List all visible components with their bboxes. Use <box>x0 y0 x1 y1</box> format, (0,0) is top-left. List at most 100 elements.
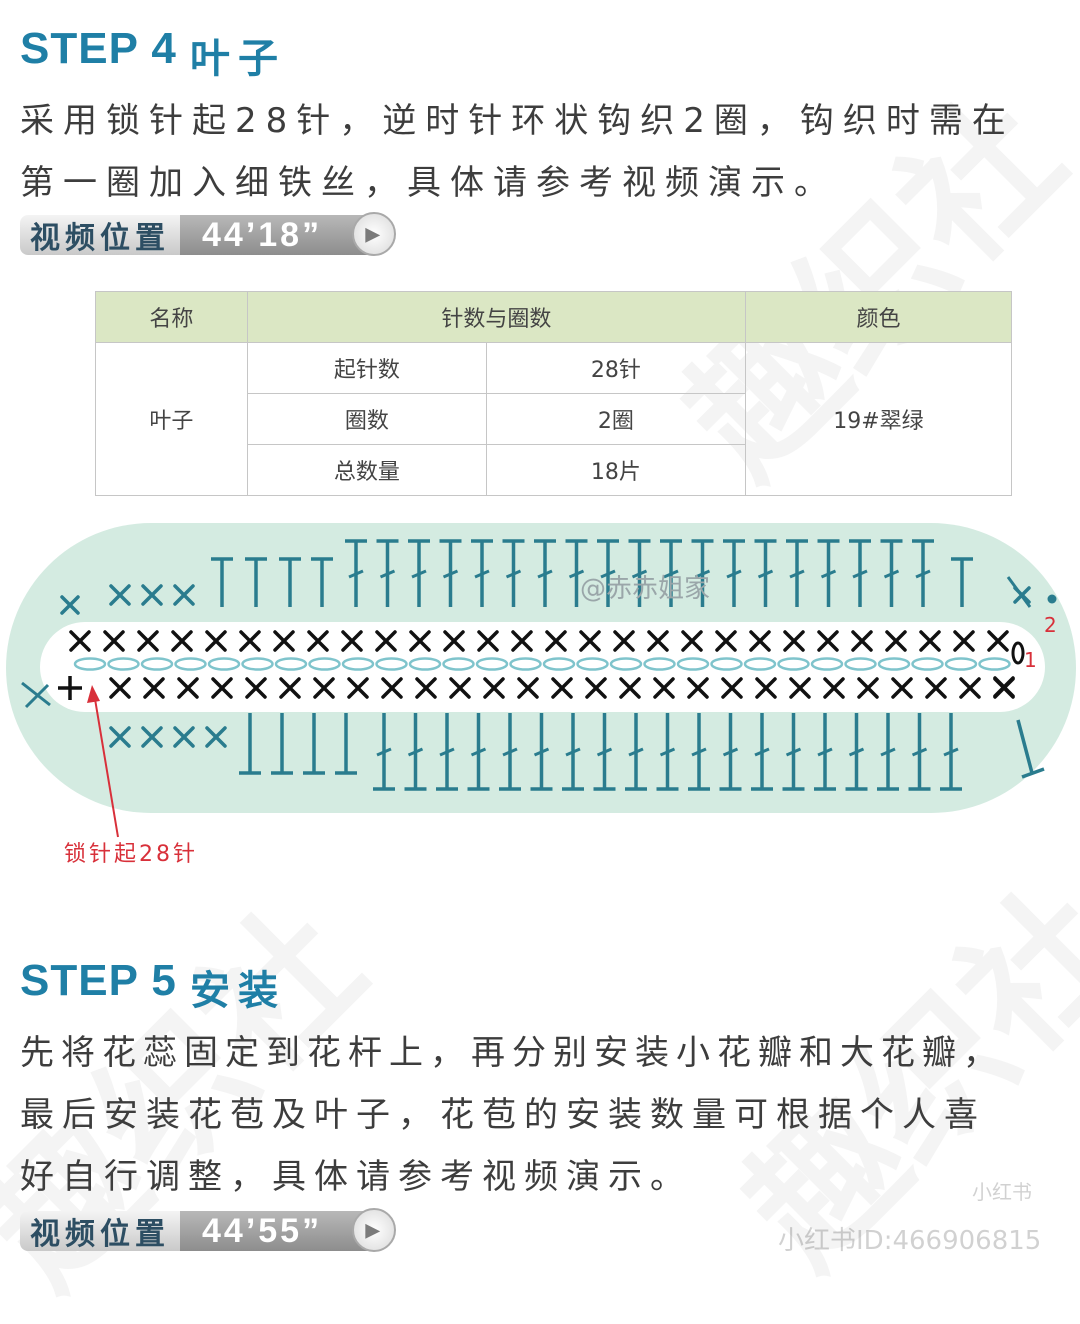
single-crochet-bottom <box>483 677 505 699</box>
single-crochet-bottom <box>211 677 233 699</box>
app-logo-mark: 小红书 <box>972 1180 1032 1204</box>
video-position-label: 视频位置 <box>20 215 180 256</box>
diagram-marks <box>21 576 1057 779</box>
chain-stitch <box>140 657 174 671</box>
step5-text-line1: 先将花蕊固定到花杆上，再分别安装小花瓣和大花瓣， <box>20 1033 1004 1073</box>
step5-name: 安装 <box>190 968 286 1014</box>
color-cell: 19#翠绿 <box>744 342 1013 496</box>
chain-stitch <box>475 657 509 671</box>
sc-round2 <box>173 726 195 748</box>
sc-round2 <box>109 726 131 748</box>
double-crochet-bar <box>442 569 459 579</box>
single-crochet-top <box>715 630 737 652</box>
sc-round2 <box>141 726 163 748</box>
stitches-top <box>60 539 973 615</box>
double-crochet-bar <box>915 569 931 579</box>
single-crochet-bottom <box>687 677 709 699</box>
single-crochet-top <box>409 630 431 652</box>
single-crochet-top <box>749 630 771 652</box>
row-label: 总数量 <box>246 444 487 496</box>
double-crochet-bar <box>883 569 900 579</box>
turn-mark <box>1006 576 1032 608</box>
video-time: 44’55” ▶ <box>180 1208 396 1252</box>
double-crochet-bar <box>470 747 487 757</box>
spec-table: 名称 针数与圈数 颜色 叶子 起针数 28针 19#翠绿 圈数 2圈 总数量 1… <box>95 291 1013 496</box>
step5-text-line3: 好自行调整，具体请参考视频演示。 <box>20 1157 692 1197</box>
step4-title: STEP 4 <box>20 24 177 73</box>
single-crochet-top <box>69 630 91 652</box>
single-crochet-bottom <box>517 677 539 699</box>
chain-row <box>73 657 1011 671</box>
single-crochet-bottom <box>449 677 471 699</box>
double-crochet-bar <box>379 569 396 579</box>
table-header: 颜色 <box>744 291 1013 343</box>
double-crochet-bar <box>663 569 679 579</box>
single-crochet-top <box>613 630 635 652</box>
chain-stitch <box>911 657 944 671</box>
chain-stitch <box>73 657 107 671</box>
step4-text-line1: 采用锁针起28针，逆时针环状钩织2圈，钩织时需在 <box>20 101 1015 141</box>
single-crochet-bottom <box>653 677 675 699</box>
double-crochet-bar <box>726 569 742 579</box>
double-crochet-bar <box>691 747 707 757</box>
single-crochet-bottom <box>415 677 437 699</box>
chain-stitch <box>877 657 911 671</box>
single-crochet-bottom <box>755 677 777 699</box>
single-crochet-bottom <box>245 677 267 699</box>
round-label-1: 1 <box>1024 648 1037 672</box>
double-crochet-bar <box>505 569 522 579</box>
chain-stitch <box>509 657 542 671</box>
single-crochet-bottom <box>619 677 641 699</box>
double-crochet-bar <box>565 747 581 757</box>
chain-stitch <box>844 657 877 671</box>
single-crochet-top <box>477 630 499 652</box>
double-crochet-bar <box>502 747 518 757</box>
single-crochet-bottom <box>177 677 199 699</box>
table-header: 针数与圈数 <box>246 291 746 343</box>
start-mark <box>24 683 50 709</box>
stitches-bottom <box>109 713 962 791</box>
double-crochet-bar <box>411 569 427 579</box>
single-crochet-bottom <box>585 677 607 699</box>
sc-round2 <box>141 584 163 606</box>
double-crochet-bar <box>880 747 896 757</box>
single-crochet-top <box>443 630 465 652</box>
single-crochet-bottom <box>857 677 879 699</box>
chain-stitch <box>542 657 576 671</box>
chain-stitch <box>174 657 207 671</box>
chain-stitch <box>308 657 341 671</box>
end-dot <box>1047 594 1057 604</box>
chain-stitch <box>207 657 241 671</box>
step5-text-line2: 最后安装花苞及叶子，花苞的安装数量可根据个人喜 <box>20 1095 986 1135</box>
leaf-crochet-diagram: @赤赤姐家 1 2 <box>6 523 1076 838</box>
user-id-watermark: 小红书ID:4669068​15 <box>778 1226 1042 1256</box>
single-crochet-bottom <box>789 677 811 699</box>
play-icon[interactable]: ▶ <box>352 212 396 256</box>
video-time-text: 44’55” <box>202 1211 323 1250</box>
chain-start-arrow <box>93 692 119 838</box>
play-icon[interactable]: ▶ <box>352 1208 396 1252</box>
single-crochet-top <box>851 630 873 652</box>
step5-video-position[interactable]: 视频位置 44’55” ▶ <box>20 1208 396 1254</box>
single-crochet-bottom <box>959 677 981 699</box>
step4-video-position[interactable]: 视频位置 44’18” ▶ <box>20 212 396 258</box>
double-crochet-bar <box>852 569 868 579</box>
table-row: 总数量 18片 <box>96 444 1012 496</box>
round-label-2: 2 <box>1044 613 1057 637</box>
double-crochet-bar <box>600 569 616 579</box>
single-crochet-top <box>171 630 193 652</box>
double-crochet-bar <box>439 747 455 757</box>
double-crochet-bar <box>659 747 676 757</box>
item-name-cell: 叶子 <box>95 342 248 496</box>
double-crochet-bar <box>568 569 585 579</box>
chain-stitch <box>341 657 375 671</box>
start-mark <box>21 681 51 707</box>
single-crochet-bottom <box>143 677 165 699</box>
single-crochet-top <box>239 630 261 652</box>
arrow-head <box>87 685 100 703</box>
double-crochet-bar <box>820 569 837 579</box>
single-crochet-top <box>647 630 669 652</box>
double-crochet-bar <box>943 747 959 757</box>
single-crochet-bottom <box>347 677 369 699</box>
double-crochet-bar <box>722 747 739 757</box>
